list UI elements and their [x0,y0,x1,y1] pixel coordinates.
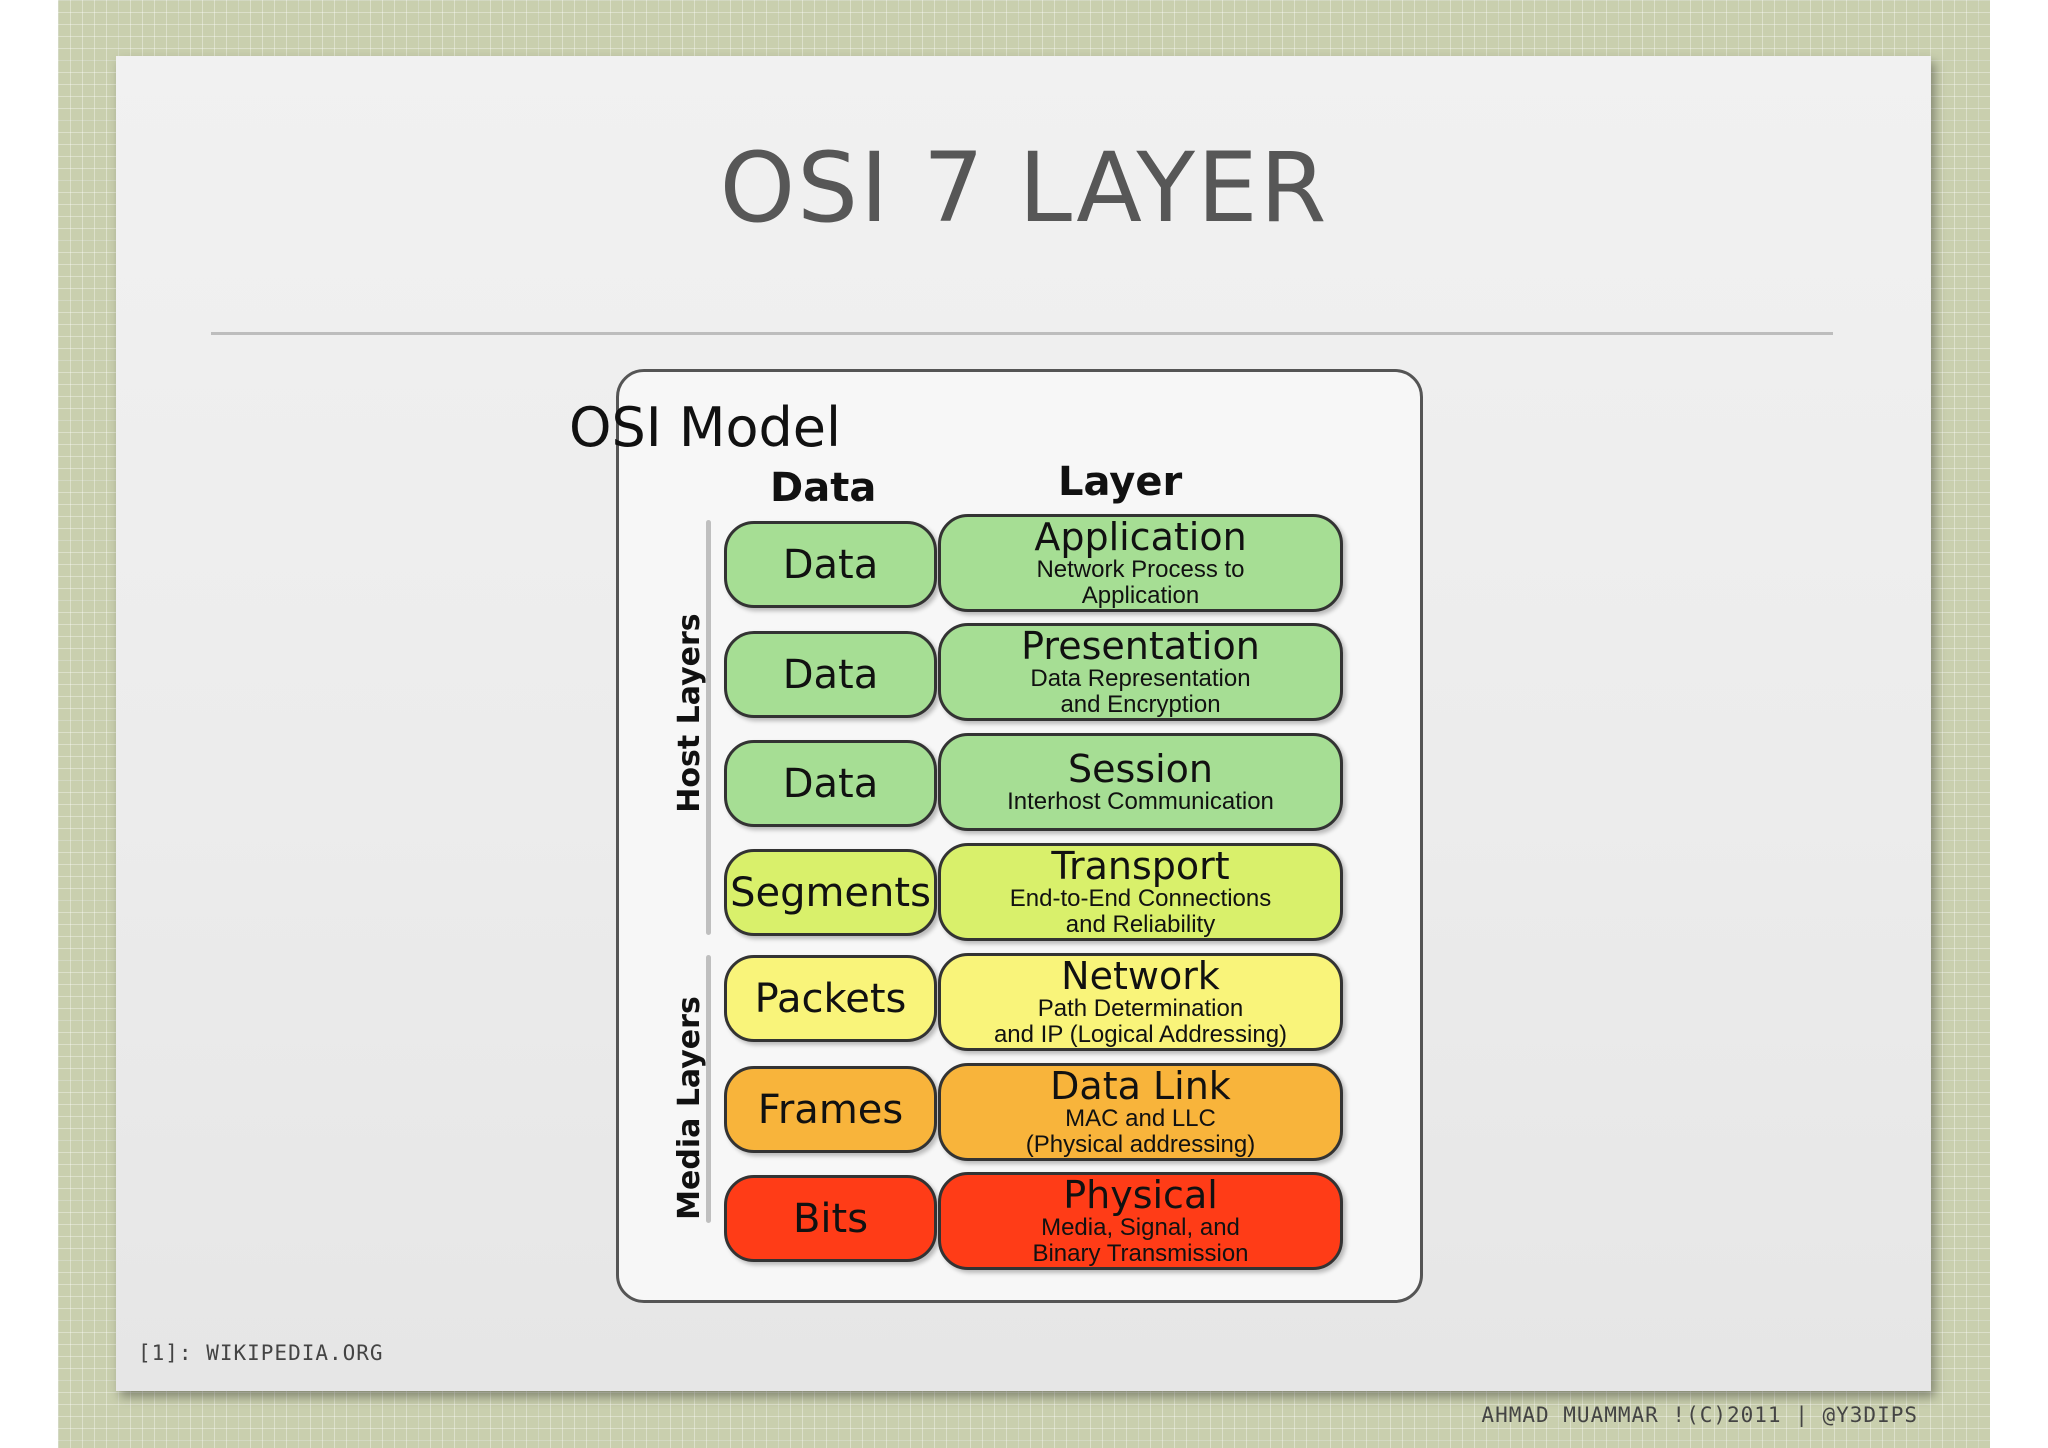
data-unit-label: Frames [757,1086,904,1133]
source-citation: [1]: WIKIPEDIA.ORG [138,1341,384,1365]
author-credit: AHMAD MUAMMAR !(C)2011 | @Y3DIPS [1481,1403,1918,1427]
diagram-title: OSI Model [568,396,841,459]
osi-diagram-panel [616,369,1423,1303]
layer-description-line: and Encryption [1060,691,1221,718]
layer-description-line: Network Process to [1036,556,1245,583]
layer-description-line: Binary Transmission [1032,1240,1249,1267]
layer-description-line: MAC and LLC [1065,1105,1216,1132]
data-unit-label: Data [782,651,879,698]
layer-description-line: Path Determination [1037,995,1244,1022]
media-layers-bracket [706,955,711,1223]
layer-pill-presentation: Presentation Data Representation and Enc… [938,623,1343,721]
data-unit-label: Data [782,541,879,588]
layer-description-line: Media, Signal, and [1041,1214,1240,1241]
data-column-header: Data [770,465,877,511]
data-unit-label: Packets [754,975,907,1022]
data-unit-pill: Frames [724,1066,937,1153]
layer-description-line: Interhost Communication [1007,788,1274,815]
layer-pill-data-link: Data Link MAC and LLC (Physical addressi… [938,1063,1343,1161]
host-layers-bracket [706,520,711,935]
layer-description-line: and IP (Logical Addressing) [993,1021,1288,1048]
layer-pill-session: Session Interhost Communication [938,733,1343,831]
data-unit-pill: Bits [724,1175,937,1262]
host-layers-label: Host Layers [672,613,707,813]
data-unit-label: Segments [730,869,931,916]
data-unit-label: Data [782,760,879,807]
layer-pill-physical: Physical Media, Signal, and Binary Trans… [938,1172,1343,1270]
layer-name: Physical [1063,1173,1218,1217]
layer-name: Network [1061,954,1220,998]
media-layers-label: Media Layers [672,996,707,1220]
layer-pill-application: Application Network Process to Applicati… [938,514,1343,612]
layer-column-header: Layer [1058,459,1183,505]
layer-name: Transport [1051,844,1230,888]
slide-title: OSI 7 LAYER [719,132,1329,244]
data-unit-pill: Segments [724,849,937,936]
data-unit-label: Bits [792,1195,869,1242]
data-unit-pill: Data [724,740,937,827]
layer-name: Application [1034,515,1247,559]
layer-description-line: End-to-End Connections [1009,885,1272,912]
layer-description-line: Application [1081,582,1200,609]
layer-description-line: Data Representation [1030,665,1251,692]
layer-description-line: and Reliability [1065,911,1216,938]
data-unit-pill: Data [724,631,937,718]
layer-description-line: (Physical addressing) [1025,1131,1256,1158]
data-unit-pill: Packets [724,955,937,1042]
layer-pill-network: Network Path Determination and IP (Logic… [938,953,1343,1051]
layer-name: Session [1068,747,1213,791]
layer-pill-transport: Transport End-to-End Connections and Rel… [938,843,1343,941]
layer-name: Presentation [1021,624,1260,668]
data-unit-pill: Data [724,521,937,608]
layer-name: Data Link [1050,1064,1231,1108]
title-divider [211,332,1833,335]
